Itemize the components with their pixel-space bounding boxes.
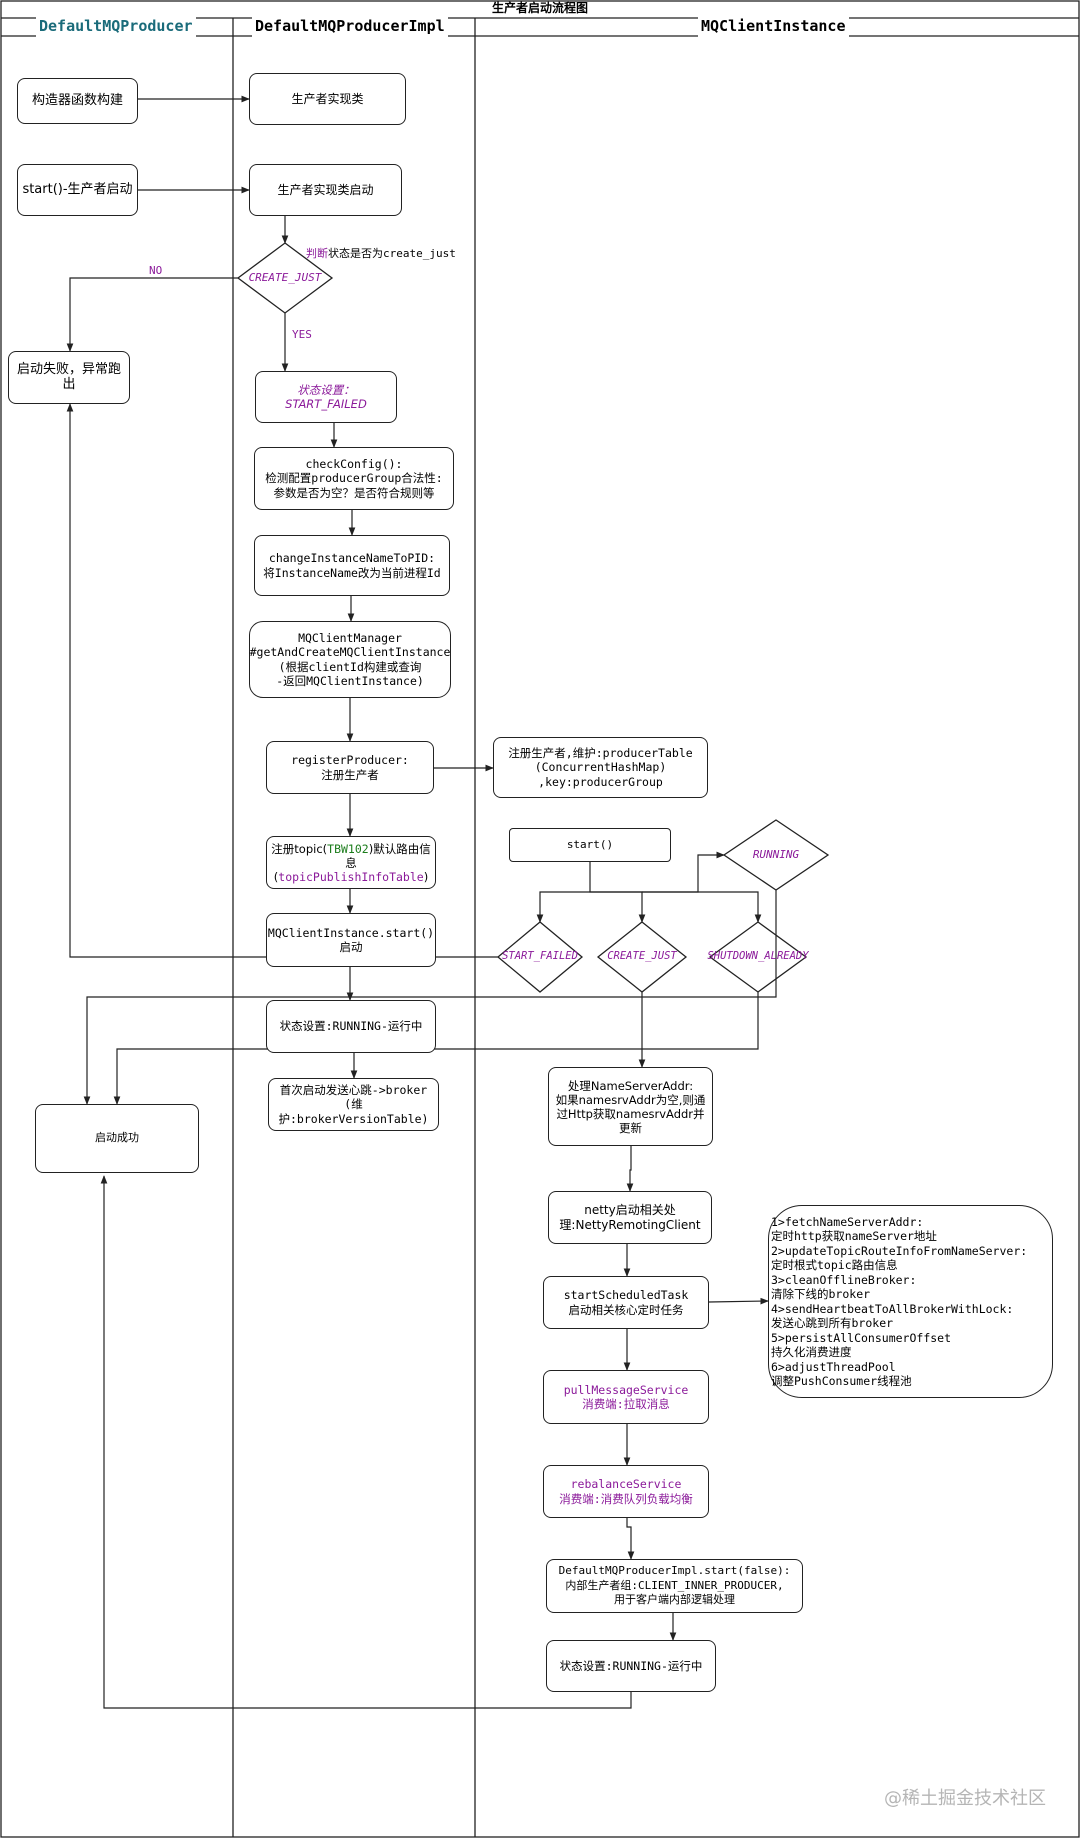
node-state-running-client: 状态设置:RUNNING-运行中 (546, 1640, 716, 1692)
node-client-start: MQClientInstance.start() 启动 (266, 913, 436, 967)
node-start-call: start()-生产者启动 (17, 164, 138, 216)
edge-running-to-success-final (100, 1175, 632, 1709)
note-check-state: 判断状态是否为create_just (306, 247, 456, 260)
label-edge-no: NO (149, 264, 163, 277)
node-set-start-failed: 状态设置：START_FAILED (255, 371, 397, 423)
diagram-title: 生产者启动流程图 (491, 1, 588, 15)
label-running: RUNNING (752, 848, 800, 861)
node-client-manager: MQClientManager #getAndCreateMQClientIns… (249, 621, 451, 698)
node-scheduled-task: startScheduledTask 启动相关核心定时任务 (543, 1276, 709, 1329)
edge-scheduled-to-tasks (708, 1297, 769, 1305)
node-impl-start: 生产者实现类启动 (249, 164, 402, 216)
lane-title-producer: DefaultMQProducer (36, 15, 196, 37)
node-constructor: 构造器函数构建 (17, 78, 138, 124)
edge-shutdown-to-success (113, 992, 759, 1105)
edge-decision-no (66, 277, 238, 352)
node-register-producer: registerProducer: 注册生产者 (266, 741, 434, 794)
node-netty: netty启动相关处理:NettyRemotingClient (548, 1191, 712, 1244)
label-create-just: CREATE_JUST (248, 271, 322, 284)
node-start-fail: 启动失败，异常跑出 (8, 351, 130, 404)
node-start-method: start() (509, 828, 671, 862)
node-state-running-impl: 状态设置:RUNNING-运行中 (266, 1000, 436, 1053)
label-create-just-2: CREATE_JUST (607, 950, 677, 962)
node-start-success: 启动成功 (35, 1104, 199, 1173)
label-edge-yes: YES (292, 328, 312, 341)
edge-start-branch-left (536, 891, 590, 923)
node-rebalance-service: rebalanceService 消费端:消费队列负载均衡 (543, 1465, 709, 1518)
node-nameserver-addr: 处理NameServerAddr: 如果namesrvAddr为空,则通过Htt… (548, 1067, 713, 1146)
lane-title-client: MQClientInstance (698, 15, 849, 37)
node-check-config: checkConfig(): 检测配置producerGroup合法性: 参数是… (254, 447, 454, 510)
node-inner-producer: DefaultMQProducerImpl.start(false): 内部生产… (546, 1559, 803, 1613)
label-start-failed: START_FAILED (502, 950, 578, 962)
watermark: @稀土掘金技术社区 (884, 1788, 1046, 1809)
label-shutdown-already: SHUTDOWN_ALREADY (707, 950, 809, 962)
node-impl-class: 生产者实现类 (249, 73, 406, 125)
decision-start-failed (496, 921, 584, 993)
lane-title-impl: DefaultMQProducerImpl (252, 15, 448, 37)
edge-start-branch-middle (590, 891, 646, 923)
edge-running-to-success (83, 890, 777, 1105)
node-register-topic: 注册topic(TBW102)默认路由信息(topicPublishInfoTa… (266, 836, 436, 889)
node-pull-service: pullMessageService 消费端:拉取消息 (543, 1370, 709, 1424)
node-first-heartbeat: 首次启动发送心跳->broker (维护:brokerVersionTable) (268, 1078, 439, 1131)
node-tasks-list: 1>fetchNameServerAddr: 定时http获取nameServe… (768, 1205, 1053, 1398)
edge-rebalance-to-inner (626, 1518, 635, 1560)
node-change-instance-name: changeInstanceNameToPID: 将InstanceName改为… (254, 535, 450, 596)
node-register-note: 注册生产者,维护:producerTable (ConcurrentHashMa… (493, 737, 708, 798)
edge-nameserver-to-netty (626, 1146, 634, 1192)
edge-start-branch-right (642, 891, 762, 923)
